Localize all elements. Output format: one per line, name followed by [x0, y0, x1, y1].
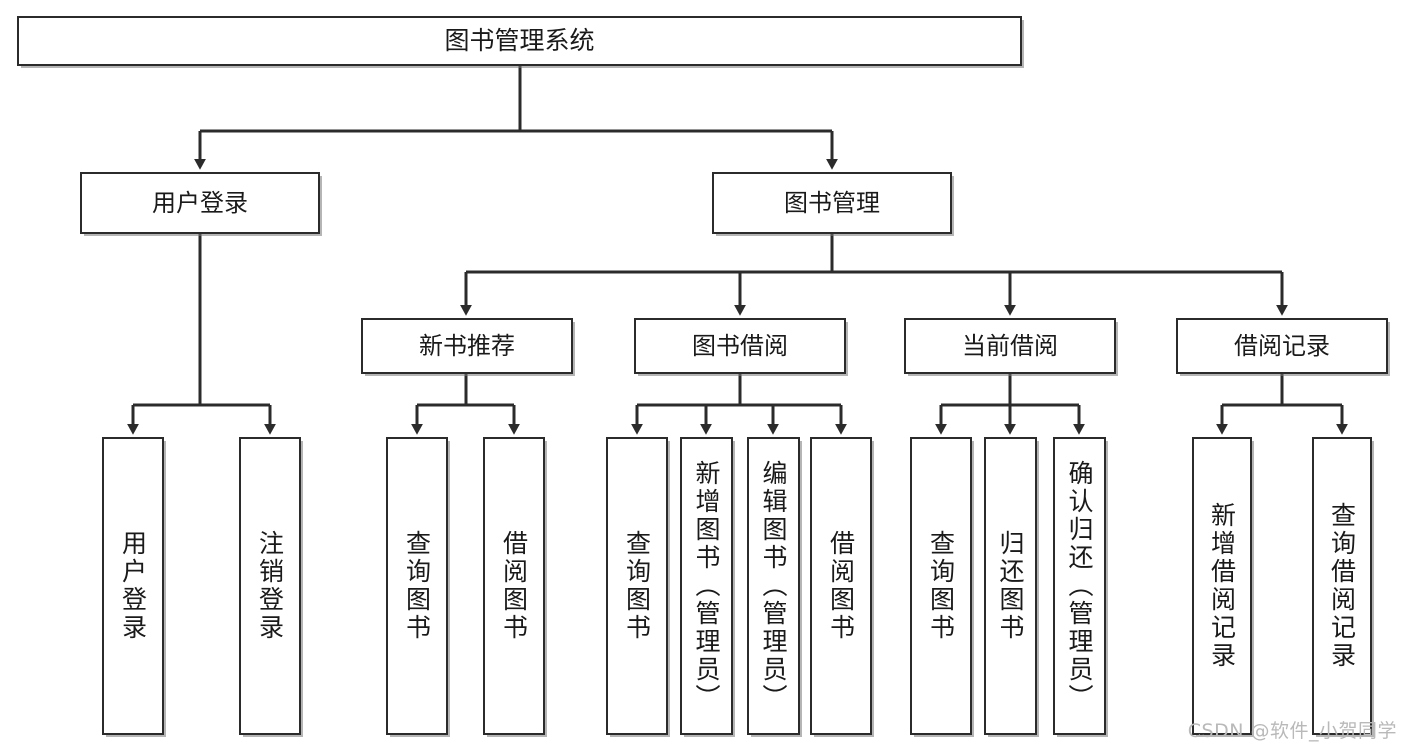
leaf-borrow-book-label: 借阅图书: [826, 530, 856, 642]
leaf-add-borrow-record[interactable]: 新增借阅记录: [1192, 437, 1252, 735]
leaf-edit-book-admin[interactable]: 编辑图书（管理员）: [747, 437, 800, 735]
leaf-user-login[interactable]: 用户登录: [102, 437, 164, 735]
leaf-borrow-book-rec[interactable]: 借阅图书: [483, 437, 545, 735]
node-root-label: 图书管理系统: [444, 26, 595, 56]
node-new-book-rec[interactable]: 新书推荐: [361, 318, 573, 374]
leaf-borrow-book[interactable]: 借阅图书: [810, 437, 872, 735]
leaf-query-book-current[interactable]: 查询图书: [910, 437, 972, 735]
leaf-edit-book-admin-label: 编辑图书（管理员）: [759, 460, 788, 712]
node-current-borrow-label: 当前借阅: [962, 331, 1058, 360]
leaf-query-book-current-label: 查询图书: [926, 530, 956, 642]
leaf-query-book-rec-label: 查询图书: [402, 530, 432, 642]
leaf-return-book[interactable]: 归还图书: [984, 437, 1037, 735]
leaf-logout-label: 注销登录: [255, 530, 285, 642]
leaf-add-book-admin[interactable]: 新增图书（管理员）: [680, 437, 733, 735]
node-book-manage-label: 图书管理: [784, 188, 880, 217]
node-book-manage[interactable]: 图书管理: [712, 172, 952, 234]
leaf-borrow-book-rec-label: 借阅图书: [499, 530, 529, 642]
node-user-login-label: 用户登录: [152, 188, 248, 217]
node-root[interactable]: 图书管理系统: [17, 16, 1022, 66]
leaf-logout[interactable]: 注销登录: [239, 437, 301, 735]
leaf-query-borrow-record-label: 查询借阅记录: [1327, 502, 1357, 670]
node-user-login[interactable]: 用户登录: [80, 172, 320, 234]
leaf-query-borrow-record[interactable]: 查询借阅记录: [1312, 437, 1372, 735]
leaf-user-login-label: 用户登录: [118, 530, 148, 642]
leaf-confirm-return-admin-label: 确认归还（管理员）: [1065, 460, 1094, 712]
node-borrow-record[interactable]: 借阅记录: [1176, 318, 1388, 374]
leaf-add-book-admin-label: 新增图书（管理员）: [692, 460, 721, 712]
leaf-confirm-return-admin[interactable]: 确认归还（管理员）: [1053, 437, 1106, 735]
node-book-borrow[interactable]: 图书借阅: [634, 318, 846, 374]
node-new-book-rec-label: 新书推荐: [419, 331, 515, 360]
leaf-return-book-label: 归还图书: [996, 530, 1025, 642]
csdn-watermark: CSDN @软件_小贺同学: [1187, 720, 1397, 742]
node-borrow-record-label: 借阅记录: [1234, 331, 1330, 360]
leaf-query-book-borrow-label: 查询图书: [622, 530, 652, 642]
node-current-borrow[interactable]: 当前借阅: [904, 318, 1116, 374]
leaf-add-borrow-record-label: 新增借阅记录: [1207, 502, 1237, 670]
leaf-query-book-borrow[interactable]: 查询图书: [606, 437, 668, 735]
node-book-borrow-label: 图书借阅: [692, 331, 788, 360]
leaf-query-book-rec[interactable]: 查询图书: [386, 437, 448, 735]
